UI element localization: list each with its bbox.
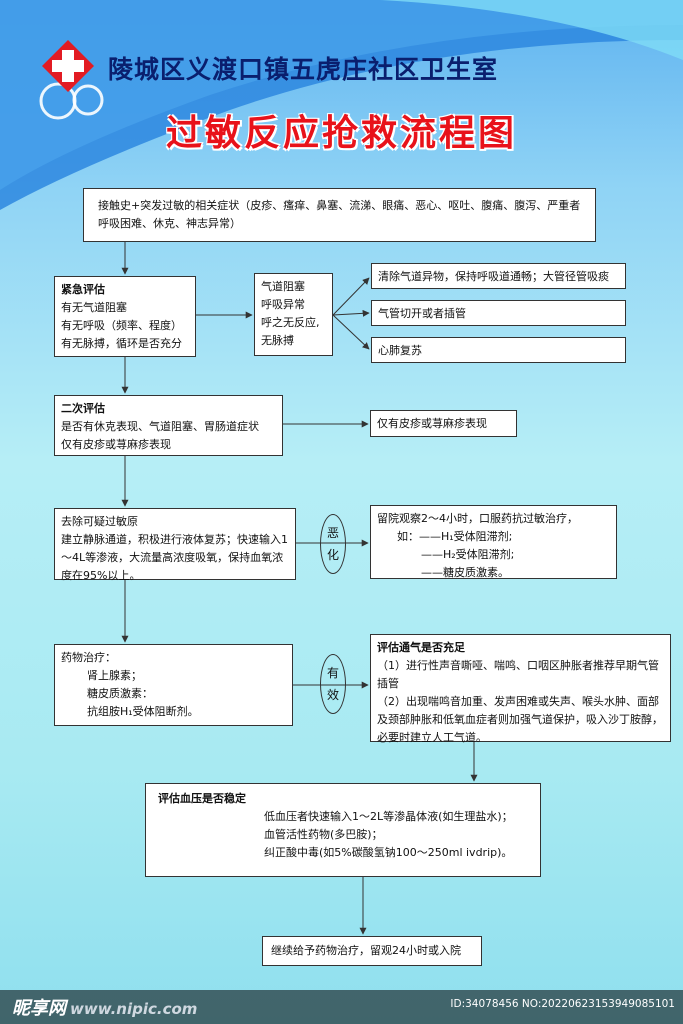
page-title: 过敏反应抢救流程图 xyxy=(165,113,517,154)
skin-only-result: 仅有皮疹或荨麻疹表现 xyxy=(370,410,517,437)
action-clear-airway: 清除气道异物，保持呼吸道通畅；大管径管吸痰 xyxy=(371,263,626,289)
effective-label: 有 效 xyxy=(320,654,346,714)
drug-treatment: 药物治疗： 肾上腺素； 糖皮质激素： 抗组胺H₁受体阻断剂。 xyxy=(54,644,293,726)
remove-allergen: 去除可疑过敏原 建立静脉通道，积极进行液体复苏；快速输入1～4L等渗液，大流量高… xyxy=(54,508,296,582)
arrow-airway-action3 xyxy=(332,314,370,350)
secondary-title: 二次评估 xyxy=(61,402,105,415)
secondary-assessment: 二次评估 是否有休克表现、气道阻塞、胃肠道症状 仅有皮疹或荨麻疹表现 xyxy=(54,395,283,456)
airway-findings: 气道阻塞 呼吸异常 呼之无反应, 无脉搏 xyxy=(254,273,333,356)
red-cross-logo-icon xyxy=(42,40,94,92)
bp-title: 评估血压是否稳定 xyxy=(158,792,246,805)
action-cpr: 心肺复苏 xyxy=(371,337,626,363)
clinic-name: 陵城区义渡口镇五虎庄社区卫生室 xyxy=(108,55,499,84)
step-contact-history: 接触史+突发过敏的相关症状（皮疹、瘙痒、鼻塞、流涕、眼痛、恶心、呕吐、腹痛、腹泻… xyxy=(83,188,596,242)
blood-pressure-assessment: 评估血压是否稳定 低血压者快速输入1～2L等渗晶体液(如生理盐水)； 血管活性药… xyxy=(145,783,541,877)
emergency-title: 紧急评估 xyxy=(61,283,105,296)
final-step: 继续给予药物治疗，留观24小时或入院 xyxy=(262,936,482,966)
emergency-assessment: 紧急评估 有无气道阻塞 有无呼吸（频率、程度） 有无脉搏，循环是否充分 xyxy=(54,276,196,357)
header-decoration xyxy=(0,0,683,210)
observation-treatment: 留院观察2～4小时，口服药抗过敏治疗， 如：——H₁受体阻滞剂; ——H₂受体阻… xyxy=(370,505,617,579)
arrow-airway-action1 xyxy=(332,277,370,316)
ventilation-title: 评估通气是否充足 xyxy=(377,641,465,654)
image-id: ID:34078456 NO:20220623153949085101 xyxy=(450,998,675,1010)
arrow-airway-action2 xyxy=(332,309,370,317)
drugs-title: 药物治疗： xyxy=(61,651,116,664)
action-intubation: 气管切开或者插管 xyxy=(371,300,626,326)
ventilation-assessment: 评估通气是否充足 （1）进行性声音嘶哑、喘鸣、口咽区肿胀者推荐早期气管插管 （2… xyxy=(370,634,671,744)
worsen-label: 恶 化 xyxy=(320,514,346,574)
